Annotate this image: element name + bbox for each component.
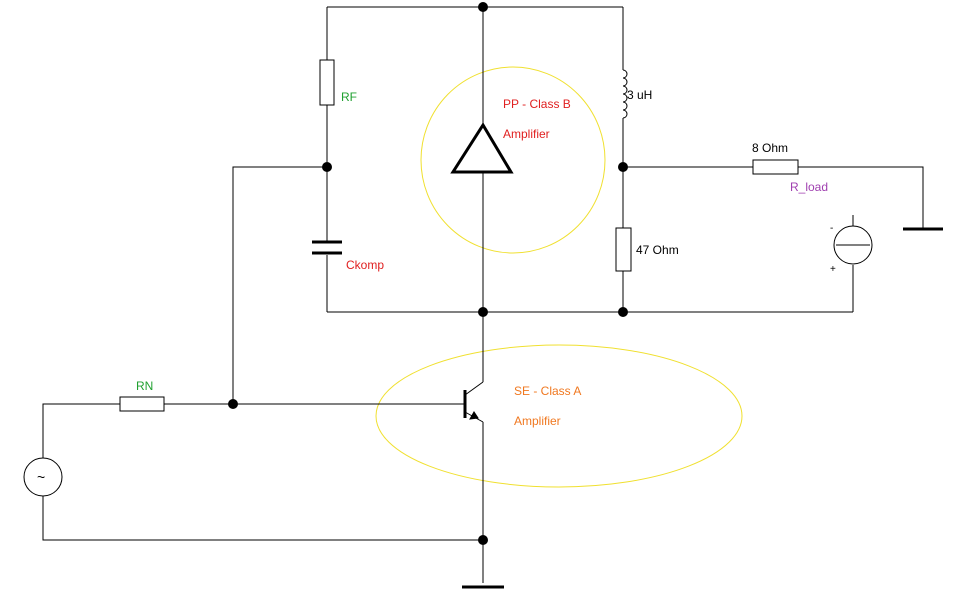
resistor-47-ohm bbox=[615, 227, 632, 272]
resistor-rn bbox=[119, 396, 165, 412]
label-meter-minus: - bbox=[830, 223, 833, 234]
npn-transistor bbox=[463, 348, 484, 423]
inductor-3uh bbox=[622, 69, 628, 119]
ac-source-symbol: ~ bbox=[37, 469, 45, 485]
resistor-rf bbox=[319, 59, 335, 106]
pp-stage-highlight bbox=[420, 66, 606, 254]
capacitor-ckomp bbox=[312, 240, 342, 255]
label-inductor-value: 3 uH bbox=[627, 88, 652, 102]
resistor-r-load bbox=[752, 159, 799, 175]
label-meter-plus: + bbox=[830, 264, 836, 275]
label-pp-line2: Amplifier bbox=[503, 127, 550, 141]
dc-meter bbox=[833, 225, 873, 265]
ac-source bbox=[23, 457, 63, 497]
junction-dots bbox=[228, 2, 628, 545]
label-ckomp: Ckomp bbox=[346, 258, 384, 272]
label-pp-line1: PP - Class B bbox=[503, 97, 571, 111]
label-47-ohm: 47 Ohm bbox=[636, 243, 679, 257]
wires bbox=[42, 6, 924, 583]
label-se-line1: SE - Class A bbox=[514, 384, 581, 398]
label-r-load: R_load bbox=[790, 180, 828, 194]
label-8-ohm: 8 Ohm bbox=[752, 141, 788, 155]
label-rf: RF bbox=[341, 90, 357, 104]
se-stage-highlight bbox=[375, 344, 743, 488]
label-se-line2: Amplifier bbox=[514, 414, 561, 428]
label-rn: RN bbox=[136, 379, 153, 393]
amplifier-triangle bbox=[450, 122, 514, 174]
